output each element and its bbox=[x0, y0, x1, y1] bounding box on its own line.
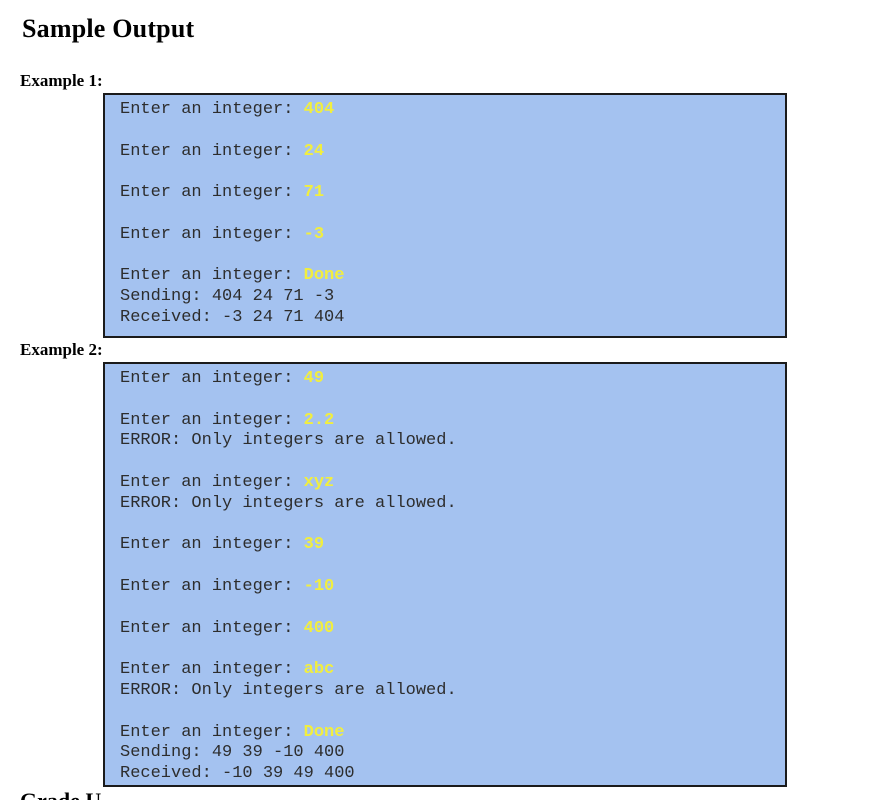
console-user-input: Done bbox=[303, 266, 345, 286]
console-text: Received: -3 24 71 404 bbox=[120, 307, 345, 327]
console-line bbox=[120, 639, 777, 660]
console-line: Enter an integer: -10 bbox=[120, 577, 777, 598]
console-line: Enter an integer: 71 bbox=[120, 183, 777, 204]
console-line bbox=[120, 121, 777, 142]
console-user-input: -3 bbox=[303, 224, 325, 244]
console-output-box: Enter an integer: 49 Enter an integer: 2… bbox=[103, 362, 787, 787]
console-output-box: Enter an integer: 404 Enter an integer: … bbox=[103, 93, 787, 338]
console-user-input: 404 bbox=[303, 100, 335, 119]
console-user-input: 71 bbox=[303, 183, 325, 203]
console-line bbox=[120, 702, 777, 723]
console-text: Enter an integer: bbox=[120, 535, 304, 555]
console-user-input: 400 bbox=[303, 618, 335, 638]
console-line: Sending: 404 24 71 -3 bbox=[120, 287, 777, 308]
console-text: Enter an integer: bbox=[120, 369, 304, 388]
console-text: ERROR: Only integers are allowed. bbox=[120, 431, 457, 451]
console-line bbox=[120, 246, 777, 267]
console-text: Enter an integer: bbox=[120, 722, 304, 742]
console-user-input: 2.2 bbox=[303, 410, 335, 430]
console-text: Enter an integer: bbox=[120, 660, 304, 680]
console-line bbox=[120, 515, 777, 536]
console-line bbox=[120, 556, 777, 577]
console-text: Enter an integer: bbox=[120, 224, 304, 244]
console-line: ERROR: Only integers are allowed. bbox=[120, 494, 777, 515]
console-text: ERROR: Only integers are allowed. bbox=[120, 680, 457, 700]
console-line: Enter an integer: 2.2 bbox=[120, 411, 777, 432]
console-line: Enter an integer: abc bbox=[120, 660, 777, 681]
console-line bbox=[120, 452, 777, 473]
console-line: Sending: 49 39 -10 400 bbox=[120, 743, 777, 764]
console-text: Sending: 49 39 -10 400 bbox=[120, 743, 345, 763]
console-user-input: Done bbox=[303, 722, 345, 742]
console-line: Enter an integer: 400 bbox=[120, 619, 777, 640]
console-line: Enter an integer: -3 bbox=[120, 225, 777, 246]
console-text: Enter an integer: bbox=[120, 266, 304, 286]
console-user-input: 49 bbox=[303, 369, 325, 388]
console-text: Enter an integer: bbox=[120, 183, 304, 203]
console-user-input: 39 bbox=[303, 535, 325, 555]
example-1-label: Example 1: bbox=[20, 71, 103, 90]
console-line: Received: -3 24 71 404 bbox=[120, 308, 777, 329]
console-user-input: xyz bbox=[303, 472, 335, 492]
console-text: Received: -10 39 49 400 bbox=[120, 764, 355, 784]
console-text: Enter an integer: bbox=[120, 618, 304, 638]
console-line: Enter an integer: xyz bbox=[120, 473, 777, 494]
console-line bbox=[120, 390, 777, 411]
console-line: ERROR: Only integers are allowed. bbox=[120, 431, 777, 452]
console-line: Enter an integer: 24 bbox=[120, 142, 777, 163]
example-2-label: Example 2: bbox=[20, 340, 103, 359]
console-line bbox=[120, 162, 777, 183]
console-line: Enter an integer: Done bbox=[120, 723, 777, 744]
console-text: Enter an integer: bbox=[120, 576, 304, 596]
page-title: Sample Output bbox=[22, 14, 195, 43]
console-line: ERROR: Only integers are allowed. bbox=[120, 681, 777, 702]
console-line: Enter an integer: 404 bbox=[120, 100, 777, 121]
console-user-input: 24 bbox=[303, 141, 325, 161]
console-line bbox=[120, 204, 777, 225]
console-text: Enter an integer: bbox=[120, 472, 304, 492]
console-text: Sending: 404 24 71 -3 bbox=[120, 287, 335, 307]
console-text: ERROR: Only integers are allowed. bbox=[120, 493, 457, 513]
console-line bbox=[120, 598, 777, 619]
console-line: Enter an integer: 49 bbox=[120, 369, 777, 390]
console-line: Enter an integer: Done bbox=[120, 266, 777, 287]
console-text: Enter an integer: bbox=[120, 410, 304, 430]
console-user-input: abc bbox=[303, 660, 335, 680]
console-text: Enter an integer: bbox=[120, 100, 304, 119]
next-section-heading-clipped: Grade U bbox=[20, 788, 101, 800]
console-text: Enter an integer: bbox=[120, 141, 304, 161]
console-line: Received: -10 39 49 400 bbox=[120, 764, 777, 785]
console-user-input: -10 bbox=[303, 576, 335, 596]
console-line: Enter an integer: 39 bbox=[120, 535, 777, 556]
